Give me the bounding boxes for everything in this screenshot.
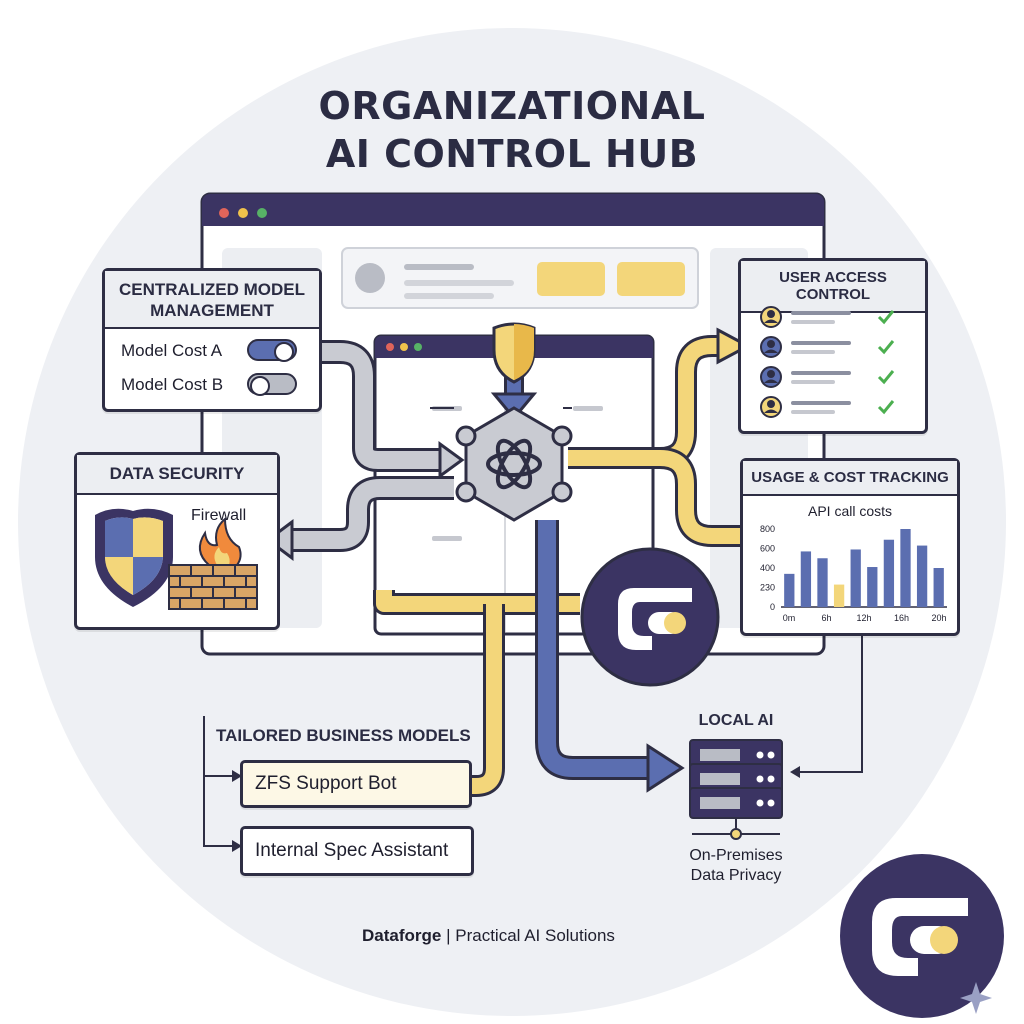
check-icon — [877, 340, 895, 355]
title-line-1: ORGANIZATIONAL — [318, 84, 706, 128]
model-cost-a-label: Model Cost A — [121, 341, 223, 360]
api-cost-chart: 800 600 400 230 0 0m 6h 12h 16h 20h — [760, 524, 947, 623]
bar — [817, 558, 828, 607]
usage-tracking-title: USAGE & COST TRACKING — [743, 461, 957, 496]
footer-brand: Dataforge — [362, 926, 442, 945]
usage-tracking-panel: USAGE & COST TRACKING API call costs 800… — [740, 458, 960, 636]
bar — [784, 573, 795, 607]
data-security-panel: DATA SECURITY Firewall — [74, 452, 280, 630]
security-illustration — [95, 508, 258, 610]
data-security-title: DATA SECURITY — [77, 455, 277, 495]
footer: Dataforge | Practical AI Solutions — [362, 926, 615, 946]
x-tick-label: 0m — [783, 613, 796, 623]
bar — [900, 529, 911, 607]
yellow-arrows — [373, 335, 744, 797]
local-ai-caption-2: Data Privacy — [690, 867, 782, 884]
dataforge-logo-corner — [840, 854, 1004, 1018]
y-tick-label: 600 — [760, 544, 775, 554]
x-tick-label: 20h — [931, 613, 946, 623]
model-management-panel: CENTRALIZED MODEL MANAGEMENT Model Cost … — [102, 268, 322, 412]
internal-spec-assistant-label: Internal Spec Assistant — [255, 840, 449, 861]
user-row — [760, 306, 895, 328]
model-cost-b-label: Model Cost B — [121, 375, 224, 394]
tailored-models-title: TAILORED BUSINESS MODELS — [216, 726, 471, 745]
y-tick-label: 230 — [760, 583, 775, 593]
footer-separator: | — [441, 926, 456, 945]
local-ai-caption-1: On-Premises — [689, 847, 783, 864]
sparkle-icon — [960, 982, 992, 1014]
zfs-support-bot-card[interactable]: ZFS Support Bot — [240, 760, 472, 808]
model-cost-a-toggle[interactable] — [247, 339, 297, 362]
model-cost-b-toggle[interactable] — [247, 373, 297, 396]
bar — [916, 545, 928, 607]
user-row — [760, 366, 895, 388]
user-list — [760, 306, 895, 418]
shield-icon — [492, 322, 536, 384]
page-title: ORGANIZATIONAL AI CONTROL HUB — [212, 82, 812, 178]
gray-arrows — [292, 340, 454, 552]
footer-tagline: Practical AI Solutions — [455, 926, 615, 945]
security-shield-icon — [95, 508, 173, 607]
x-tick-label: 6h — [821, 613, 831, 623]
window-maximize-dot — [257, 208, 267, 218]
fire-icon — [198, 516, 242, 566]
bar — [883, 539, 895, 607]
firewall-label: Firewall — [191, 507, 247, 524]
bar — [850, 549, 861, 607]
local-ai-caption: On-Premises Data Privacy — [660, 846, 812, 886]
chart-title: API call costs — [807, 503, 893, 519]
user-access-panel: USER ACCESS CONTROL — [738, 258, 928, 434]
dataforge-logo-center — [580, 547, 720, 687]
local-ai-title: LOCAL AI — [698, 712, 774, 729]
check-icon — [877, 400, 895, 415]
model-management-title-2: MANAGEMENT — [150, 301, 274, 320]
y-tick-label: 400 — [760, 563, 775, 573]
check-icon — [877, 310, 895, 325]
ai-hub-icon — [455, 406, 573, 522]
x-tick-label: 12h — [856, 613, 871, 623]
x-tick-label: 16h — [894, 613, 909, 623]
y-tick-label: 0 — [770, 602, 775, 612]
user-row — [760, 336, 895, 358]
bar — [833, 584, 845, 607]
title-line-2: AI CONTROL HUB — [325, 132, 699, 176]
zfs-support-bot-label: ZFS Support Bot — [255, 773, 397, 794]
y-tick-label: 800 — [760, 524, 775, 534]
window-minimize-dot — [238, 208, 248, 218]
user-row — [760, 396, 895, 418]
check-icon — [877, 370, 895, 385]
internal-spec-assistant-card[interactable]: Internal Spec Assistant — [240, 826, 474, 876]
bar — [867, 567, 878, 607]
model-management-title-1: CENTRALIZED MODEL — [118, 280, 306, 299]
bar — [933, 568, 944, 607]
server-icon — [689, 739, 783, 840]
thin-connectors — [203, 407, 863, 847]
bar — [800, 551, 812, 607]
brick-wall-icon — [168, 564, 258, 610]
window-close-dot — [219, 208, 229, 218]
